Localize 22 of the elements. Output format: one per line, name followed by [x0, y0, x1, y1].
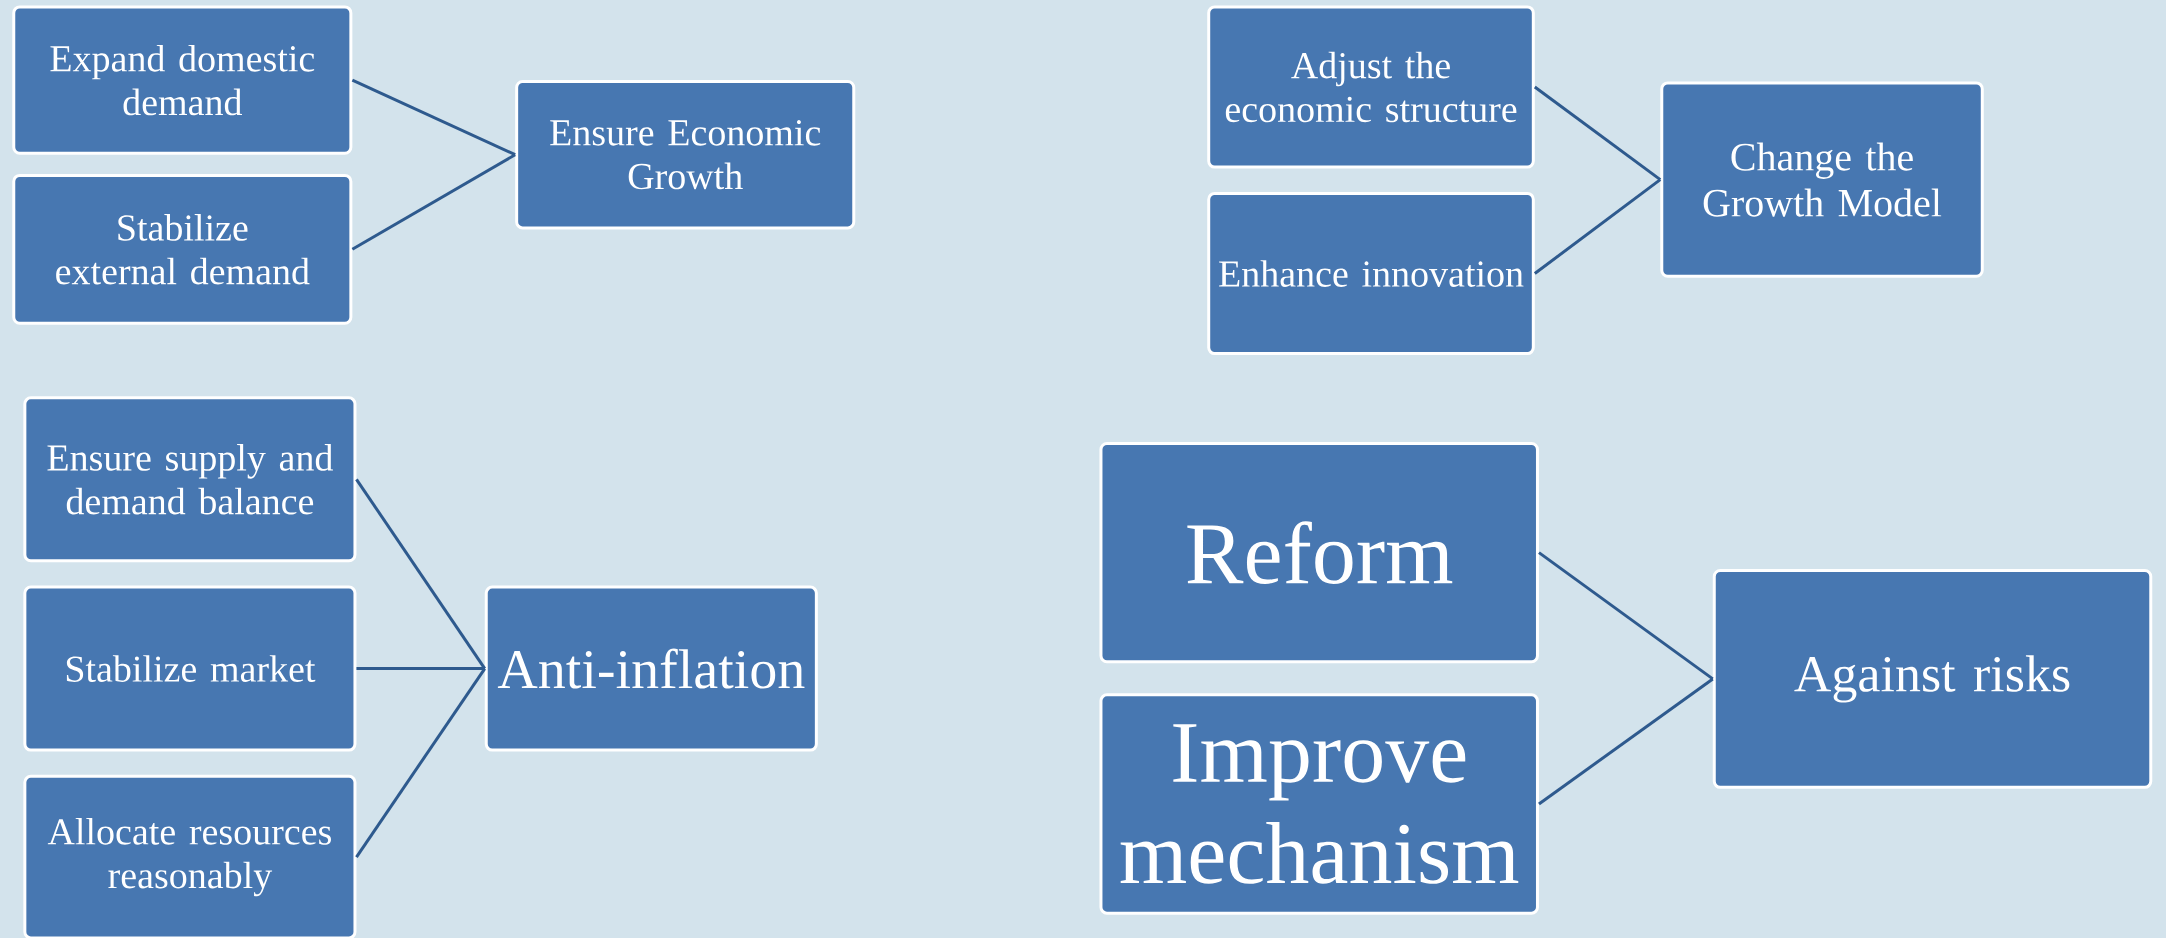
connector-line: [356, 667, 485, 671]
connector-line: [1533, 85, 1662, 181]
process-box: Ensure Economic Growth: [515, 80, 856, 230]
connector-line: [355, 478, 486, 670]
process-box: Ensure supply and demand balance: [23, 396, 357, 563]
process-box: Stabilize market: [23, 585, 357, 752]
process-box: Stabilize external demand: [12, 173, 353, 325]
process-box: Anti-inflation: [484, 585, 818, 752]
process-box: Allocate resources reasonably: [23, 774, 357, 938]
process-box: Adjust the economic structure: [1207, 5, 1535, 169]
process-box: Expand domestic demand: [12, 5, 353, 155]
connector-line: [1533, 178, 1662, 275]
process-box: Reform: [1099, 441, 1539, 664]
process-box: Enhance innovation: [1207, 191, 1535, 356]
process-box: Improve mechanism: [1099, 693, 1539, 915]
connector-line: [355, 667, 486, 858]
connector-line: [351, 153, 516, 251]
connector-line: [1538, 551, 1714, 681]
process-box: Change the Growth Model: [1660, 81, 1984, 278]
connector-line: [1538, 677, 1714, 806]
connector-line: [351, 78, 516, 157]
process-box: Against risks: [1712, 568, 2153, 789]
